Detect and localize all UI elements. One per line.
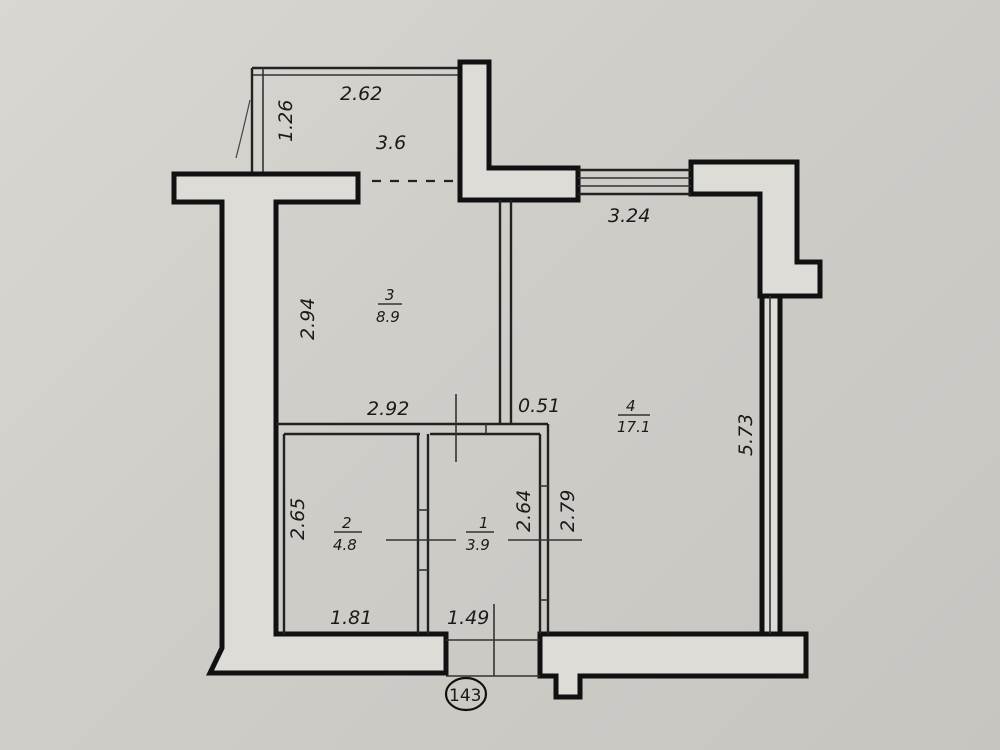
- balcony-depth-label: 1.26: [275, 100, 297, 142]
- wall-bottom-right: [537, 631, 809, 700]
- balcony-length-label: 3.6: [376, 132, 406, 154]
- room4-top-label: 3.24: [608, 205, 650, 227]
- wall-top-right: [688, 159, 823, 299]
- room1-area: 3.9: [466, 536, 490, 554]
- room3-height-label: 2.94: [297, 298, 319, 340]
- room4-small-label: 0.51: [518, 395, 560, 417]
- room2-number: 2: [342, 514, 352, 532]
- balcony-width-label: 2.62: [340, 83, 382, 105]
- partitions: [276, 200, 771, 634]
- room1-height-a-label: 2.64: [513, 490, 535, 532]
- apartment-number: 143: [449, 686, 481, 706]
- walls: [171, 59, 823, 700]
- room1-height-b-label: 2.79: [557, 490, 579, 532]
- wall-top-left-cap: [171, 171, 449, 676]
- window-top: [578, 168, 691, 196]
- room3-width-label: 2.92: [367, 398, 409, 420]
- apartment-number-badge: 143: [444, 676, 488, 712]
- wall-top-center: [457, 59, 581, 203]
- room2-width-label: 1.81: [330, 607, 372, 629]
- room2-area: 4.8: [333, 536, 357, 554]
- wall-right-side: [759, 293, 783, 637]
- room2-height-label: 2.65: [287, 498, 309, 540]
- room4-number: 4: [626, 397, 636, 415]
- room4-height-label: 5.73: [735, 414, 757, 456]
- room1-number: 1: [479, 514, 489, 532]
- room3-number: 3: [385, 286, 395, 304]
- room3-area: 8.9: [376, 308, 400, 326]
- room4-area: 17.1: [617, 418, 650, 436]
- room1-width-label: 1.49: [447, 607, 489, 629]
- balcony: [235, 66, 460, 183]
- dimension-marks: [386, 394, 582, 677]
